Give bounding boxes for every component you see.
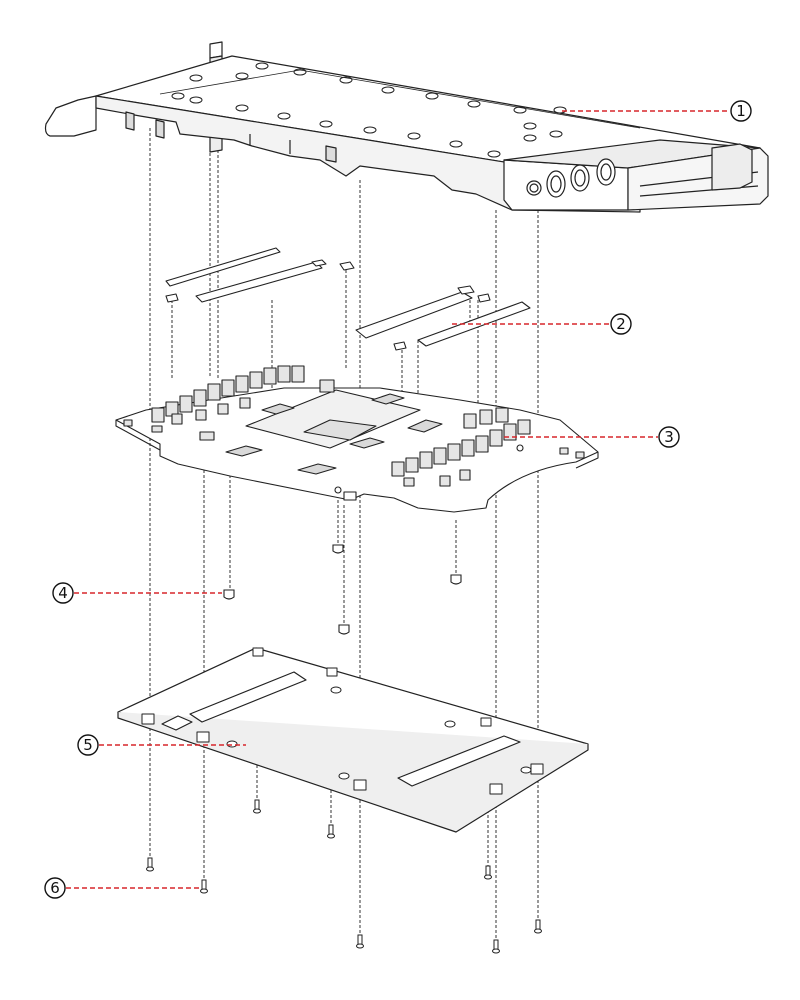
backplate-standoffs — [141, 647, 544, 795]
backplate — [117, 647, 589, 833]
thermal-pad-small — [457, 285, 475, 295]
thermal-pad — [355, 291, 473, 339]
callout-5-label: 5 — [83, 736, 93, 754]
backplate-cutout-small — [161, 715, 193, 731]
screw — [146, 857, 154, 872]
thermal-pad — [417, 301, 531, 347]
callout-2: 2 — [610, 313, 632, 335]
gpu-die-package — [245, 389, 421, 449]
callout-3-label: 3 — [664, 428, 674, 446]
standoff-nut — [223, 589, 235, 600]
bracket-tab — [209, 41, 223, 59]
gpu-die — [303, 419, 377, 441]
memory-chip — [349, 437, 385, 449]
screw — [356, 934, 364, 949]
memory-chip — [261, 403, 295, 415]
callout-2-label: 2 — [616, 315, 626, 333]
memory-chip — [407, 419, 443, 433]
thermal-pads — [165, 247, 531, 351]
callout-6-label: 6 — [50, 879, 60, 897]
io-ports — [526, 158, 616, 198]
screw — [200, 879, 208, 894]
screw — [484, 865, 492, 880]
standoff-nut — [338, 624, 350, 635]
memory-chip — [371, 393, 405, 405]
assembly-guide-lines — [149, 128, 539, 940]
callout-5: 5 — [77, 734, 99, 756]
standoff-nut — [332, 544, 344, 554]
callout-6: 6 — [44, 877, 66, 899]
thermal-pad-small — [477, 293, 491, 303]
vrm-components-left — [123, 365, 335, 441]
callout-3: 3 — [658, 426, 680, 448]
standoff-nut — [450, 574, 462, 585]
thermal-pad-small — [311, 259, 327, 267]
callout-1: 1 — [730, 100, 752, 122]
thermal-pad-small — [393, 341, 407, 351]
standoff-nuts — [223, 544, 462, 635]
cover-screw-holes — [171, 62, 567, 158]
screw — [492, 939, 500, 954]
thermal-pad — [165, 247, 281, 287]
side-latch — [711, 143, 753, 191]
thermal-pad-small — [339, 261, 355, 271]
circuit-board — [115, 365, 599, 513]
screws — [146, 799, 542, 954]
callout-4: 4 — [52, 582, 74, 604]
backplate-cutout — [397, 735, 521, 787]
callout-leader-lines — [66, 110, 730, 889]
screw — [253, 799, 261, 814]
heatsink-cover — [44, 41, 769, 213]
memory-chip — [225, 445, 263, 457]
pcb — [115, 387, 599, 513]
pcie-bracket — [44, 95, 97, 137]
callout-1-label: 1 — [736, 102, 746, 120]
screw — [327, 824, 335, 839]
backplate-cutout — [189, 671, 307, 723]
vrm-components-right — [391, 407, 585, 487]
thermal-pad — [195, 261, 323, 303]
screw — [534, 919, 542, 934]
memory-chip — [297, 463, 337, 475]
thermal-pad-small — [165, 293, 179, 303]
callout-4-label: 4 — [58, 584, 68, 602]
